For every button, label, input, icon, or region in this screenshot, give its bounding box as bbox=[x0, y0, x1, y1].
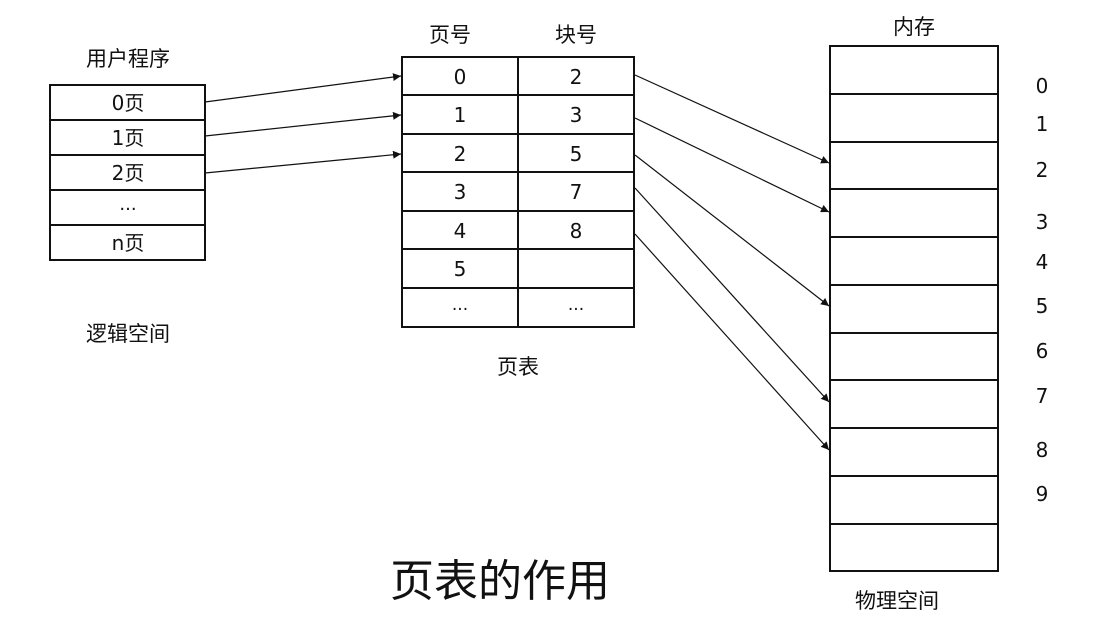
block-number-label: 8 bbox=[1036, 438, 1049, 462]
block-number-label: 2 bbox=[1036, 158, 1049, 182]
block-number-cell: 8 bbox=[570, 219, 583, 243]
block-number-header: 块号 bbox=[555, 23, 597, 47]
arrow-page1-to-table bbox=[204, 111, 402, 137]
block-number-cell: ... bbox=[568, 295, 584, 315]
page-lookup-arrows bbox=[204, 73, 402, 174]
page-table-caption: 页表 bbox=[497, 355, 539, 379]
program-row-label: 1页 bbox=[112, 126, 145, 150]
arrow-to-block-8 bbox=[634, 233, 830, 451]
main-title: 页表的作用 bbox=[390, 556, 610, 607]
block-number-label: 6 bbox=[1036, 339, 1049, 363]
memory-blocks bbox=[829, 45, 999, 572]
arrow-page0-to-table bbox=[204, 73, 402, 103]
page-number-cell: 4 bbox=[454, 219, 467, 243]
program-row-label: n页 bbox=[112, 231, 145, 255]
block-number-cell: 5 bbox=[570, 142, 583, 166]
arrow-page2-to-table bbox=[204, 150, 402, 174]
logical-space-caption: 逻辑空间 bbox=[86, 322, 170, 346]
page-number-cell: 1 bbox=[454, 103, 467, 127]
page-number-cell: ... bbox=[452, 295, 468, 315]
page-table: 0 1 2 3 4 5 ... 2 3 5 7 8 ... bbox=[401, 56, 635, 328]
block-number-cell: 2 bbox=[570, 65, 583, 89]
block-number-label: 3 bbox=[1036, 210, 1049, 234]
program-row-label: ... bbox=[119, 194, 136, 215]
arrow-to-block-5 bbox=[634, 154, 830, 307]
physical-space-caption: 物理空间 bbox=[855, 589, 939, 613]
arrow-to-block-7 bbox=[634, 187, 830, 403]
page-number-cell: 2 bbox=[454, 142, 467, 166]
page-number-cell: 3 bbox=[454, 180, 467, 204]
arrow-to-block-2 bbox=[634, 74, 830, 164]
memory-border bbox=[829, 45, 999, 572]
program-table: 0页 1页 2页 ... n页 bbox=[49, 84, 206, 261]
block-number-label: 0 bbox=[1036, 74, 1049, 98]
memory-block-numbers: 0 1 2 3 4 5 6 7 8 9 bbox=[1036, 74, 1049, 506]
page-number-header: 页号 bbox=[429, 23, 471, 47]
page-number-cell: 5 bbox=[454, 257, 467, 281]
block-number-label: 4 bbox=[1036, 250, 1049, 274]
block-number-label: 1 bbox=[1036, 112, 1049, 136]
block-number-cell: 3 bbox=[570, 103, 583, 127]
page-number-cell: 0 bbox=[454, 65, 467, 89]
block-number-label: 7 bbox=[1036, 384, 1049, 408]
block-number-cell: 7 bbox=[570, 180, 583, 204]
program-row-label: 2页 bbox=[112, 161, 145, 185]
block-number-label: 9 bbox=[1036, 482, 1049, 506]
memory-title: 内存 bbox=[893, 15, 935, 39]
program-title: 用户程序 bbox=[86, 47, 170, 71]
block-number-label: 5 bbox=[1036, 294, 1049, 318]
program-row-label: 0页 bbox=[112, 91, 145, 115]
arrow-to-block-3 bbox=[634, 117, 830, 213]
block-mapping-arrows bbox=[634, 74, 830, 451]
